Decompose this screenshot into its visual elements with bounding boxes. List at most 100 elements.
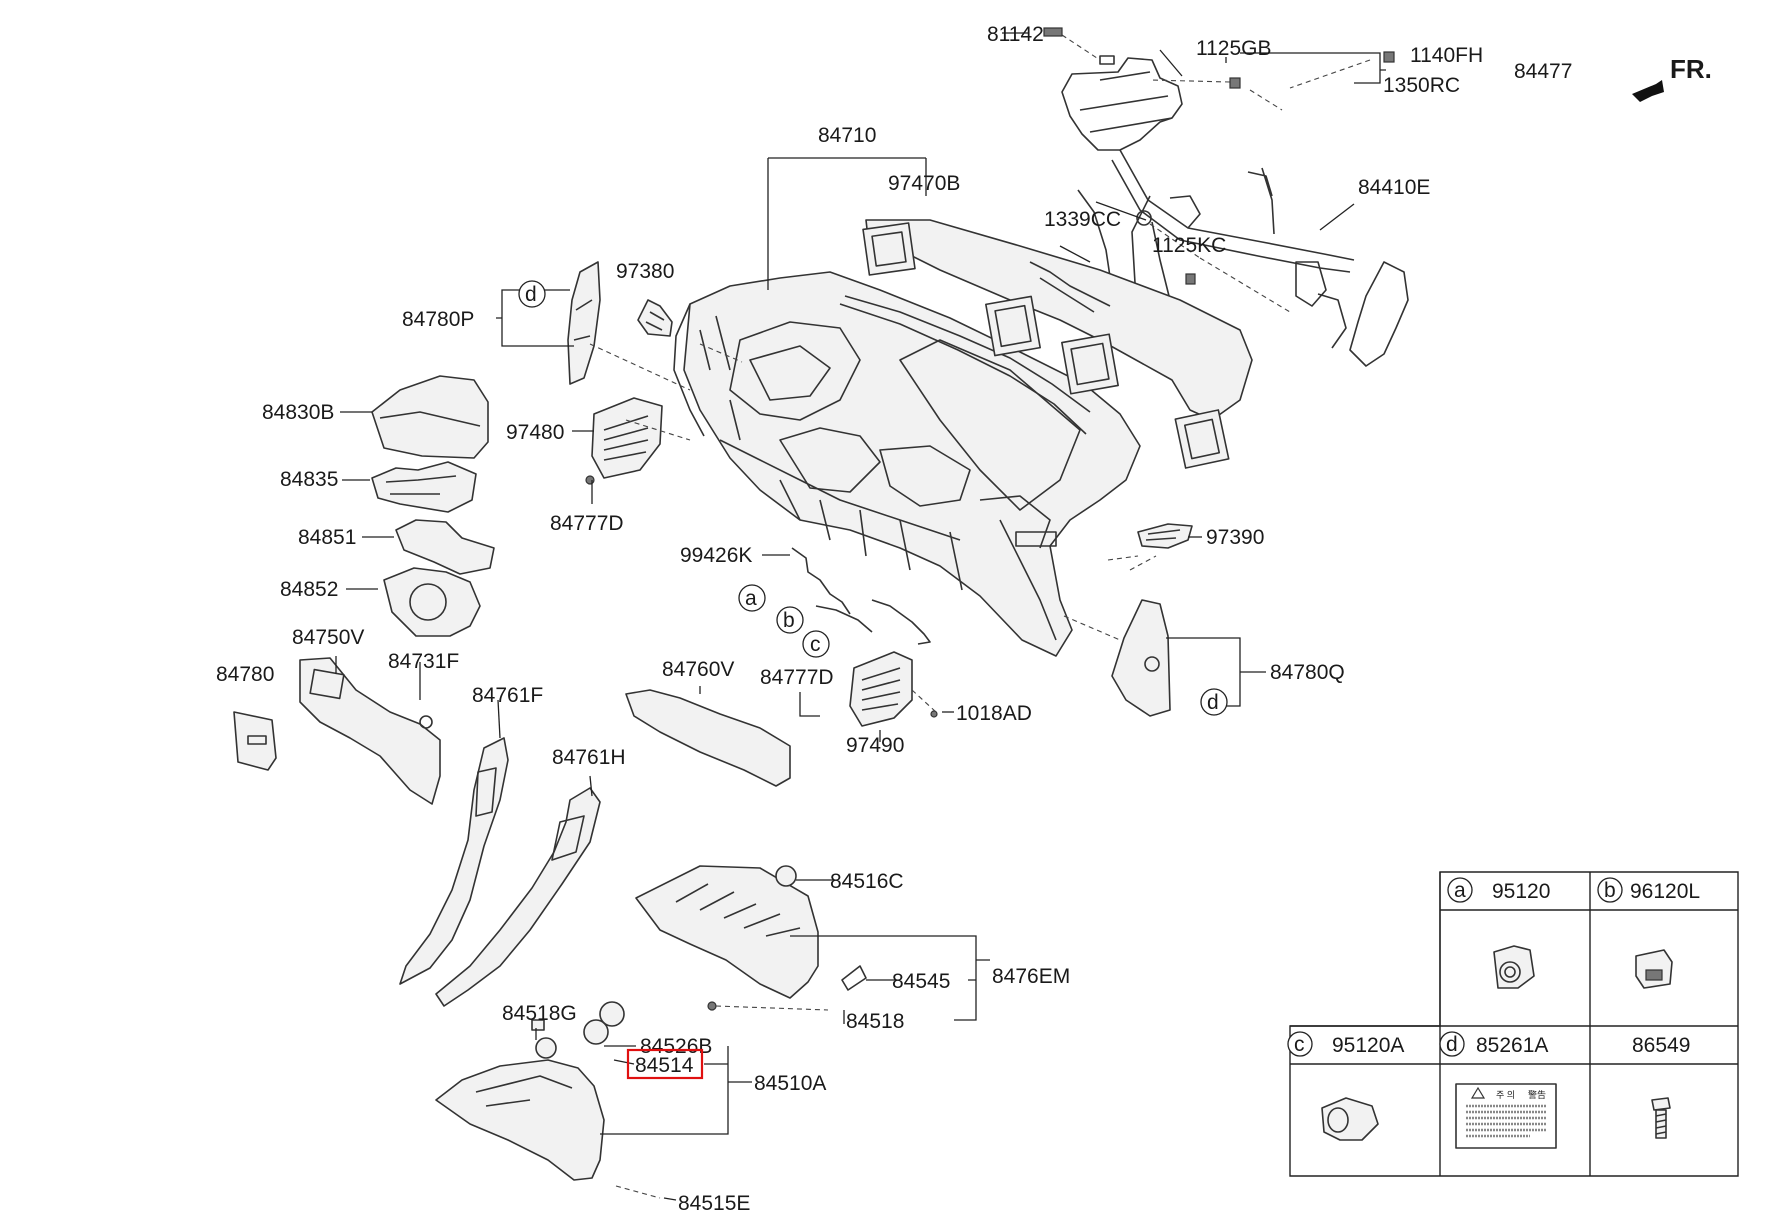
part-label-84777D-lower: 84777D: [760, 666, 834, 689]
cowl-cross-bar-drawing: [1061, 55, 1409, 367]
callout-d-right: d: [1200, 688, 1228, 716]
part-label-84510A: 84510A: [754, 1072, 826, 1095]
part-label-84410E: 84410E: [1358, 176, 1430, 199]
legend-cell-a: a 95120: [1447, 877, 1550, 989]
glove-box-housing-8476EM: [635, 865, 867, 1011]
crash-pad-drawing: [673, 271, 1141, 657]
svg-text:95120: 95120: [1492, 880, 1550, 903]
part-label-84518: 84518: [846, 1010, 904, 1033]
side-vent-97480: [585, 397, 663, 485]
glove-box-84510A: [435, 1001, 661, 1199]
warning-label-85261A: 주 의 警告: [1455, 1083, 1557, 1149]
leader-lines: [335, 32, 1386, 1201]
part-label-84761F: 84761F: [472, 684, 543, 707]
callout-circles: d d a b c: [518, 280, 1228, 716]
part-label-84851: 84851: [298, 526, 356, 549]
bracket-99426K: [791, 547, 931, 645]
glove-box-trim-84760V: [625, 689, 791, 787]
part-label-8476EM: 8476EM: [992, 965, 1070, 988]
front-arrow-icon: [1632, 80, 1664, 102]
part-label-1140FH: 1140FH: [1410, 44, 1483, 67]
svg-text:95120A: 95120A: [1332, 1034, 1404, 1057]
part-label-1125GB: 1125GB: [1196, 37, 1272, 60]
cluster-hood-84830B: [371, 375, 489, 459]
part-label-97380: 97380: [616, 260, 674, 283]
front-label: FR.: [1670, 54, 1712, 84]
part-label-97470B: 97470B: [888, 172, 960, 195]
part-label-84515E: 84515E: [678, 1192, 750, 1211]
clip-95120-icon: [1493, 945, 1535, 989]
warning-label-word: 警告: [1528, 1089, 1546, 1100]
legend-cell-d: d 85261A 주 의 警告: [1439, 1031, 1557, 1149]
part-label-97490: 97490: [846, 734, 904, 757]
part-label-84477: 84477: [1514, 60, 1572, 83]
part-label-84761H: 84761H: [552, 746, 626, 769]
part-label-84780: 84780: [216, 663, 274, 686]
lower-panel-84750V: [299, 657, 441, 805]
side-trim-84761H: [435, 787, 601, 1007]
part-labels: 81142 1125GB 1140FH 84477 1350RC 84710 9…: [216, 23, 1572, 1211]
part-label-97480: 97480: [506, 421, 564, 444]
svg-text:d: d: [525, 283, 537, 306]
cross-bar-fasteners: [1043, 27, 1395, 313]
svg-text:c: c: [1294, 1033, 1305, 1056]
part-label-1125KC: 1125KC: [1152, 234, 1226, 257]
part-label-84750V: 84750V: [292, 626, 364, 649]
part-label-1018AD: 1018AD: [956, 702, 1032, 725]
legend-table: a 95120 b 96120L c 95120A: [1287, 871, 1739, 1177]
warning-triangle-icon: [1470, 1086, 1486, 1099]
svg-text:b: b: [783, 609, 795, 632]
part-label-97390: 97390: [1206, 526, 1264, 549]
part-label-84852: 84852: [280, 578, 338, 601]
air-duct-drawing: [862, 219, 1253, 469]
callout-d-top: d: [518, 280, 546, 308]
part-label-84780P: 84780P: [402, 308, 474, 331]
part-label-1350RC: 1350RC: [1383, 74, 1460, 97]
part-label-99426K: 99426K: [680, 544, 752, 567]
legend-cell-b: b 96120L: [1597, 877, 1700, 989]
callout-a: a: [738, 584, 766, 612]
svg-text:d: d: [1446, 1033, 1458, 1056]
warning-label-title: 주 의: [1496, 1090, 1515, 1100]
part-label-84760V: 84760V: [662, 658, 734, 681]
part-label-84780Q: 84780Q: [1270, 661, 1345, 684]
column-shroud-upper-84851: [395, 519, 495, 575]
part-label-1339CC: 1339CC: [1044, 208, 1121, 231]
side-cover-84780P: [567, 261, 601, 385]
part-label-84516C: 84516C: [830, 870, 904, 893]
legend-cell-c: c 95120A: [1287, 1031, 1404, 1141]
svg-text:96120L: 96120L: [1630, 880, 1700, 903]
part-label-84518G: 84518G: [502, 1002, 577, 1025]
part-highlight-box: [626, 1048, 704, 1080]
part-label-81142: 81142: [987, 23, 1044, 46]
svg-text:a: a: [1454, 879, 1466, 902]
part-label-84545: 84545: [892, 970, 950, 993]
svg-text:86549: 86549: [1632, 1034, 1690, 1057]
svg-text:85261A: 85261A: [1476, 1034, 1548, 1057]
side-trim-84761F: [399, 737, 509, 985]
svg-text:d: d: [1207, 691, 1219, 714]
svg-text:c: c: [810, 633, 821, 656]
speaker-grille-97380: [637, 299, 673, 337]
part-label-84731F: 84731F: [388, 650, 459, 673]
clip-96120L-icon: [1635, 949, 1673, 989]
legend-cell-screw: 86549: [1632, 1034, 1690, 1139]
svg-text:a: a: [745, 587, 757, 610]
part-label-84835: 84835: [280, 468, 338, 491]
cover-84780: [233, 711, 277, 771]
part-label-84710: 84710: [818, 124, 876, 147]
svg-text:b: b: [1604, 879, 1616, 902]
part-label-84777D-upper: 84777D: [550, 512, 624, 535]
side-cover-84780Q: [1111, 599, 1171, 717]
column-shroud-lower-84852: [383, 567, 481, 637]
part-label-84514: 84514: [635, 1054, 694, 1077]
clip-95120A-icon: [1321, 1097, 1379, 1141]
callout-c: c: [802, 630, 830, 658]
screw-86549-icon: [1651, 1097, 1671, 1139]
part-label-84830B: 84830B: [262, 401, 334, 424]
side-vent-97490: [849, 651, 938, 727]
callout-b: b: [776, 606, 804, 634]
part-label-84526B: 84526B: [640, 1035, 712, 1058]
front-direction-indicator: FR.: [1632, 54, 1712, 102]
